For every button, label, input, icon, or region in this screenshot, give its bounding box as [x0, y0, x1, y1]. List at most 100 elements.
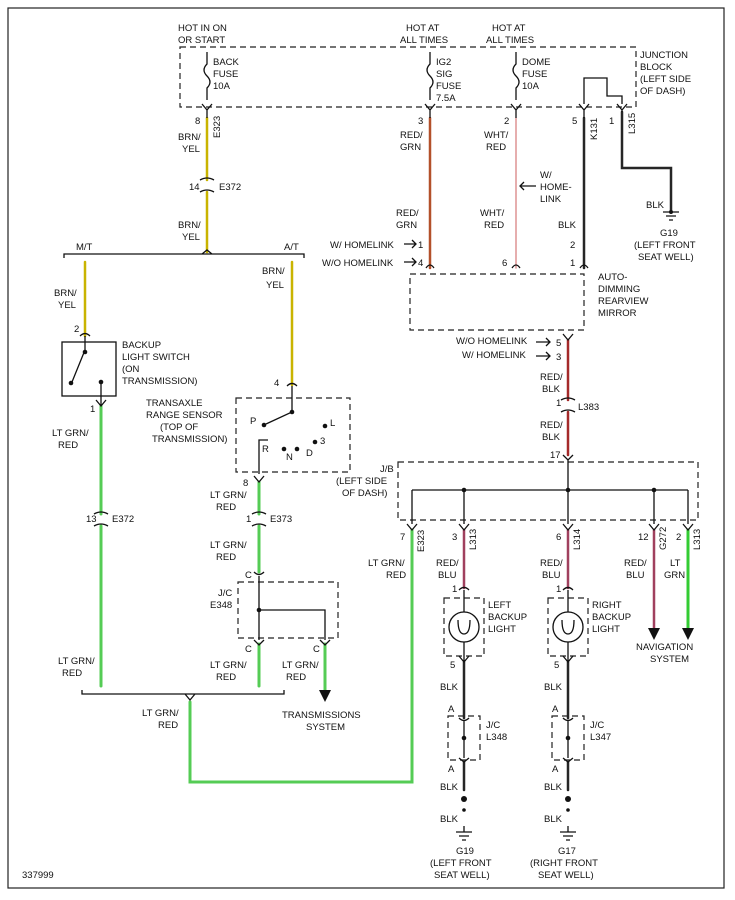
pin-label: 5	[554, 660, 559, 671]
svg-text:RED: RED	[62, 668, 82, 679]
pin-1-symbol	[616, 103, 628, 112]
wire-label: LT GRN/	[210, 660, 247, 671]
svg-text:HOME-: HOME-	[540, 182, 572, 193]
pin-label: A	[448, 704, 455, 715]
svg-text:BLK: BLK	[542, 432, 561, 443]
wo-homelink-mirror-label: W/O HOMELINK	[456, 336, 528, 347]
svg-text:10A: 10A	[522, 81, 540, 92]
homelink-arrow	[519, 181, 536, 191]
g19-bottom-ground-icon	[456, 826, 472, 841]
svg-text:REARVIEW: REARVIEW	[598, 296, 649, 307]
svg-text:GRN: GRN	[396, 220, 417, 231]
pin-label: 13	[86, 514, 97, 525]
jc-e348-label: J/C	[218, 588, 232, 599]
junction-block-box	[179, 46, 637, 108]
wire-label: BRN/	[262, 266, 285, 277]
svg-text:(RIGHT FRONT: (RIGHT FRONT	[530, 858, 598, 869]
switch-pin-1	[95, 399, 107, 408]
pin-label: 1	[556, 584, 561, 595]
l315-label: L315	[627, 113, 638, 134]
mirror-box	[409, 273, 585, 331]
jb-bottom-pins	[406, 523, 694, 532]
w-homelink-label: W/ HOMELINK	[330, 240, 395, 251]
left-bulb-filament	[457, 619, 471, 635]
backup-switch-contacts	[71, 332, 102, 406]
jc-e348-box	[237, 581, 339, 639]
pin-label: 2	[504, 116, 509, 127]
svg-text:FUSE: FUSE	[436, 81, 461, 92]
wire-label: BLK	[544, 682, 563, 693]
ig2-fuse-label: IG2	[436, 57, 451, 68]
range-sensor-box	[235, 397, 351, 473]
hot-on-start-label: HOT IN ON	[178, 23, 227, 34]
svg-text:L348: L348	[486, 732, 507, 743]
pin-label: 7	[400, 532, 405, 543]
wire-label: BLK	[440, 814, 459, 825]
pin-8-symbol	[201, 103, 213, 118]
range-sensor-label: TRANSAXLE	[146, 398, 203, 409]
svg-text:OF DASH): OF DASH)	[342, 488, 387, 499]
sensor-pin-8	[253, 475, 265, 484]
svg-text:(LEFT FRONT: (LEFT FRONT	[430, 858, 492, 869]
svg-text:SEAT WELL): SEAT WELL)	[638, 252, 694, 263]
pin-label: 14	[189, 182, 200, 193]
e323-label: E323	[212, 116, 223, 138]
svg-text:RED: RED	[286, 672, 306, 683]
wire-label: LT GRN/	[58, 656, 95, 667]
gear-n-label: N	[286, 452, 293, 463]
svg-text:YEL: YEL	[182, 144, 200, 155]
gear-3-label: 3	[320, 436, 325, 447]
gear-p-label: P	[250, 416, 256, 427]
at-label: A/T	[284, 242, 299, 253]
hot-all-ig2-label: HOT AT	[406, 23, 440, 34]
k131-label: K131	[589, 118, 600, 140]
mirror-pin	[562, 333, 574, 342]
svg-text:YEL: YEL	[58, 300, 76, 311]
jb-box	[397, 461, 699, 521]
e323-bottom-label: E323	[416, 530, 427, 552]
wire-label: RED/	[540, 420, 563, 431]
right-backup-label: RIGHT	[592, 600, 622, 611]
dome-fuse-symbol	[512, 52, 520, 100]
jc-l347-box	[551, 715, 585, 761]
e372-bottom-label: E372	[112, 514, 134, 525]
pin-label: A	[448, 764, 455, 775]
svg-text:BLU: BLU	[542, 570, 561, 581]
dome-fuse-label: DOME	[522, 57, 551, 68]
e373-connector	[251, 511, 267, 527]
svg-text:(LEFT SIDE: (LEFT SIDE	[640, 74, 691, 85]
wire-label: LT GRN/	[282, 660, 319, 671]
svg-text:L347: L347	[590, 732, 611, 743]
wire-label: BLK	[544, 814, 563, 825]
svg-text:BACKUP: BACKUP	[488, 612, 527, 623]
trans-system-arrow	[319, 690, 331, 702]
wire-label: LT GRN/	[210, 490, 247, 501]
wire-label: BLK	[544, 782, 563, 793]
ig2-fuse-symbol	[426, 52, 434, 100]
svg-text:SEAT WELL): SEAT WELL)	[434, 870, 490, 881]
l383-connector	[560, 397, 576, 413]
pin-3-symbol	[424, 103, 436, 118]
svg-text:LIGHT SWITCH: LIGHT SWITCH	[122, 352, 190, 363]
wire-label: BRN/	[178, 132, 201, 143]
wire-label: BLK	[440, 682, 459, 693]
pin-label: 1	[246, 514, 251, 525]
pin-label: 3	[556, 352, 561, 363]
wire-label: BRN/	[54, 288, 77, 299]
pin-label: 1	[556, 398, 561, 409]
l383-label: L383	[578, 402, 599, 413]
g19-top-node	[669, 210, 673, 214]
svg-text:(TOP OF: (TOP OF	[160, 422, 198, 433]
line-work	[61, 52, 699, 841]
l313-label: L313	[468, 529, 479, 550]
wo-homelink-label: W/O HOMELINK	[322, 258, 394, 269]
pin-label: 2	[676, 532, 681, 543]
svg-text:YEL: YEL	[182, 232, 200, 243]
svg-text:BLU: BLU	[438, 570, 457, 581]
mt-at-bracket	[63, 249, 305, 258]
homelink-note: W/	[540, 170, 552, 181]
pin-label: 1	[609, 116, 614, 127]
svg-text:RED: RED	[58, 440, 78, 451]
wire-blk-g19-top	[620, 110, 673, 214]
wire-label: LT GRN/	[210, 540, 247, 551]
